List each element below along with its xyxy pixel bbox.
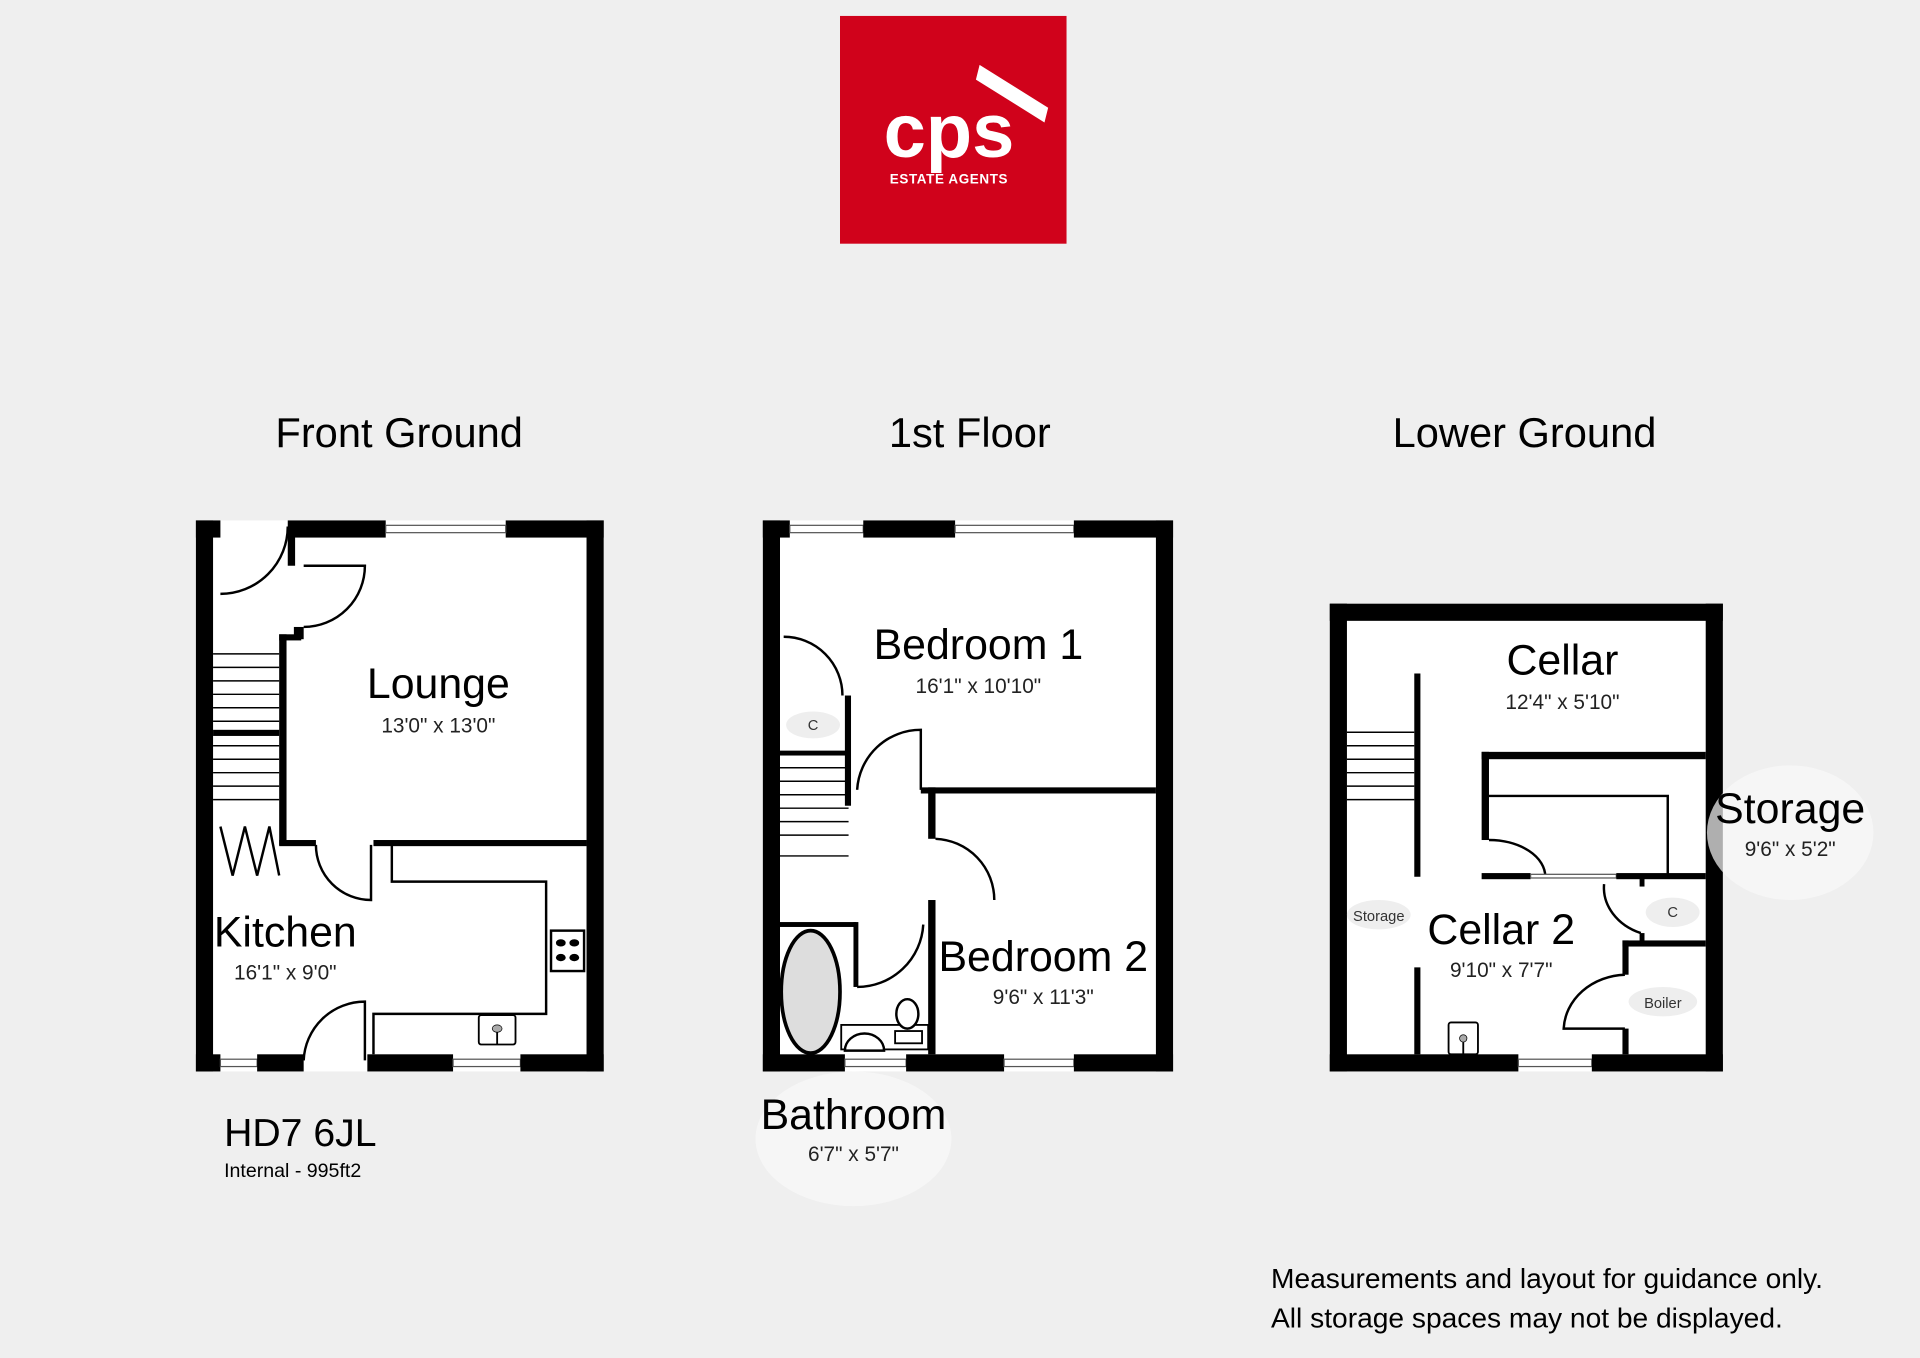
room-dims-cellar: 12'4" x 5'10" — [1505, 691, 1619, 714]
hob-icon — [555, 939, 580, 962]
floor-title-1st-floor: 1st Floor — [889, 409, 1051, 456]
cupboard-label: C — [808, 718, 819, 734]
internal-area: Internal - 995ft2 — [224, 1160, 361, 1182]
floor-title-front-ground: Front Ground — [275, 409, 523, 456]
boiler-label: Boiler — [1644, 996, 1682, 1012]
room-dims-storage: 9'6" x 5'2" — [1745, 838, 1836, 861]
cps-logo: cps ESTATE AGENTS — [840, 15, 1067, 244]
floor-title-lower-ground: Lower Ground — [1393, 409, 1657, 456]
room-name-cellar: Cellar — [1506, 637, 1618, 685]
svg-text:ESTATE AGENTS: ESTATE AGENTS — [890, 172, 1008, 187]
disclaimer-line-2: All storage spaces may not be displayed. — [1271, 1302, 1783, 1333]
room-dims-bedroom-2: 9'6" x 11'3" — [993, 986, 1094, 1009]
room-name-cellar-2: Cellar 2 — [1427, 906, 1575, 954]
room-dims-kitchen: 16'1" x 9'0" — [234, 962, 337, 985]
room-dims-bathroom: 6'7" x 5'7" — [808, 1143, 899, 1166]
room-name-lounge: Lounge — [367, 660, 510, 708]
postcode: HD7 6JL — [224, 1112, 376, 1155]
svg-text:cps: cps — [884, 89, 1015, 174]
toilet-icon — [894, 997, 923, 1045]
sink-icon — [1447, 1021, 1479, 1056]
room-dims-cellar-2: 9'10" x 7'7" — [1450, 959, 1553, 982]
basin-icon — [843, 1032, 886, 1052]
storage-label-small: Storage — [1353, 909, 1404, 925]
first-floor-plan: C Bedroom 1 16'1" x 10'10" Bedroom 2 9'6… — [755, 520, 1174, 1207]
front-ground-plan: Lounge 13'0" x 13'0" Kitchen 16'1" x 9'0… — [195, 520, 604, 1072]
room-name-bedroom-1: Bedroom 1 — [874, 621, 1084, 669]
disclaimer-line-1: Measurements and layout for guidance onl… — [1271, 1263, 1823, 1294]
sink-icon — [477, 1014, 517, 1046]
bath-icon — [779, 928, 842, 1055]
room-dims-bedroom-1: 16'1" x 10'10" — [916, 675, 1042, 698]
cupboard-label-lower: C — [1667, 905, 1678, 921]
room-name-bedroom-2: Bedroom 2 — [938, 933, 1148, 981]
room-name-kitchen: Kitchen — [214, 909, 357, 957]
lower-ground-plan: C Boiler Storage Cellar 12'4" x 5'10" Ce… — [1329, 603, 1874, 1072]
room-name-bathroom: Bathroom — [761, 1091, 947, 1139]
room-name-storage: Storage — [1715, 785, 1865, 833]
room-dims-lounge: 13'0" x 13'0" — [381, 714, 495, 737]
